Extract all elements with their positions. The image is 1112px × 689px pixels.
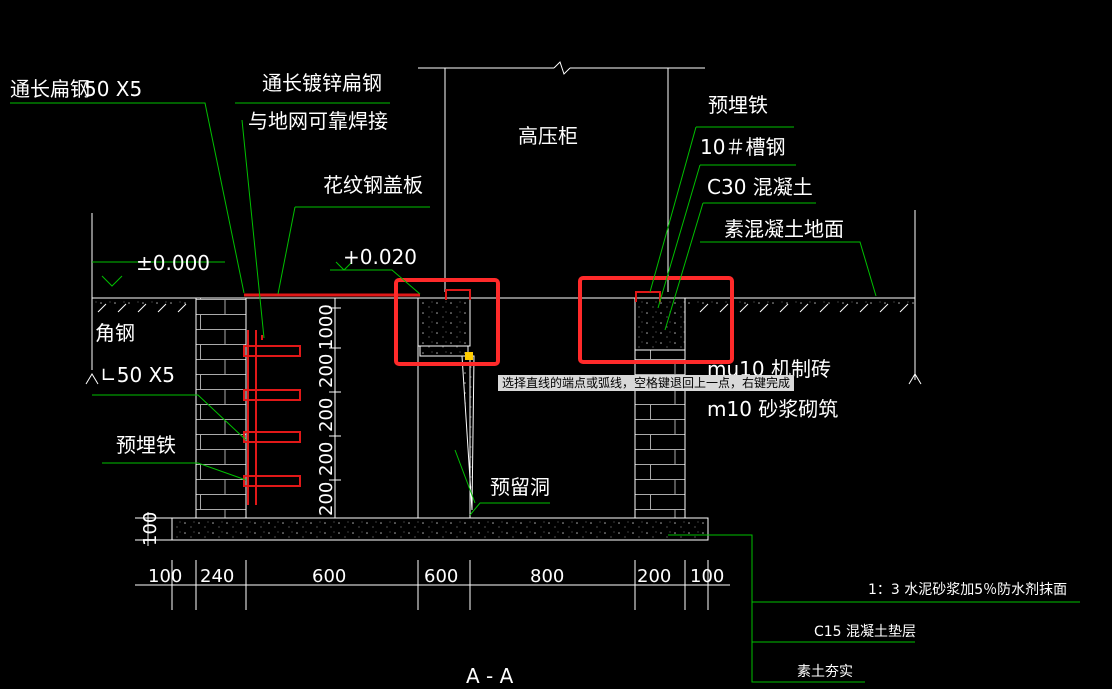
label-embedded-iron-left: 预埋铁 [116,433,176,457]
trench-depth-dimensions [329,298,341,519]
label-channel-steel: 10＃槽钢 [700,135,785,159]
label-angle-steel-size: ∟50 X5 [100,363,175,387]
dim-value: 600 [312,566,346,587]
command-tooltip: 选择直线的端点或弧线，空格键退回上一点，右键完成 [498,375,795,391]
label-embedded-iron-top: 预埋铁 [708,93,768,117]
label-concrete-c30: C30 混凝土 [707,175,813,199]
angle-steel-brackets[interactable] [243,330,301,505]
label-flat-steel-left-size: 50 X5 [84,77,142,101]
label-waterproof-finish: 1：3 水泥砂浆加5％防水剂抹面 [868,582,1067,598]
label-section-title: A - A [466,664,514,688]
selection-grip[interactable] [465,352,473,360]
label-checker-plate: 花纹钢盖板 [323,173,423,197]
middle-concrete-support[interactable] [417,297,475,518]
dim-step-2: 200 [316,398,337,432]
dim-step-4: 200 [316,482,337,516]
label-c15-cushion: C15 混凝土垫层 [814,624,916,640]
label-angle-steel: 角钢 [95,321,135,345]
label-reserved-hole: 预留洞 [490,475,550,499]
label-elev-zero: ±0.000 [136,251,210,275]
label-plain-concrete-floor: 素混凝土地面 [724,217,844,241]
highlight-box-left [394,278,500,366]
dim-value: 600 [424,566,458,587]
elevation-triangles [101,261,353,287]
dim-step-3: 200 [316,442,337,476]
label-galv-flat-steel-1: 通长镀锌扁钢 [262,71,382,95]
highlight-box-right [578,276,734,364]
channel-steel-right[interactable] [635,291,661,302]
dim-value: 240 [200,566,234,587]
ground-surface [85,210,922,385]
dim-depth-total: 1000 [316,304,337,350]
dim-value: 800 [530,566,564,587]
right-brick-pier[interactable] [634,297,686,519]
label-brick-2: m10 砂浆砌筑 [707,397,838,421]
label-rammed-soil: 素土夯实 [797,664,853,680]
label-galv-flat-steel-2: 与地网可靠焊接 [248,109,388,133]
label-flat-steel-left: 通长扁钢 [10,77,90,101]
dim-slab-thickness: 100 [140,512,161,546]
dim-value: 100 [690,566,724,587]
leader-lines [10,102,1080,683]
horizontal-dimension-line [135,560,730,610]
concrete-slab[interactable] [135,512,709,546]
label-hv-cabinet: 高压柜 [518,124,578,148]
left-brick-wall[interactable] [195,297,247,519]
hv-cabinet-outline[interactable] [418,61,705,292]
dim-value: 200 [637,566,671,587]
label-elev-020: +0.020 [343,245,417,269]
channel-steel-left[interactable] [445,289,471,300]
dim-value: 100 [148,566,182,587]
dim-step-1: 200 [316,354,337,388]
